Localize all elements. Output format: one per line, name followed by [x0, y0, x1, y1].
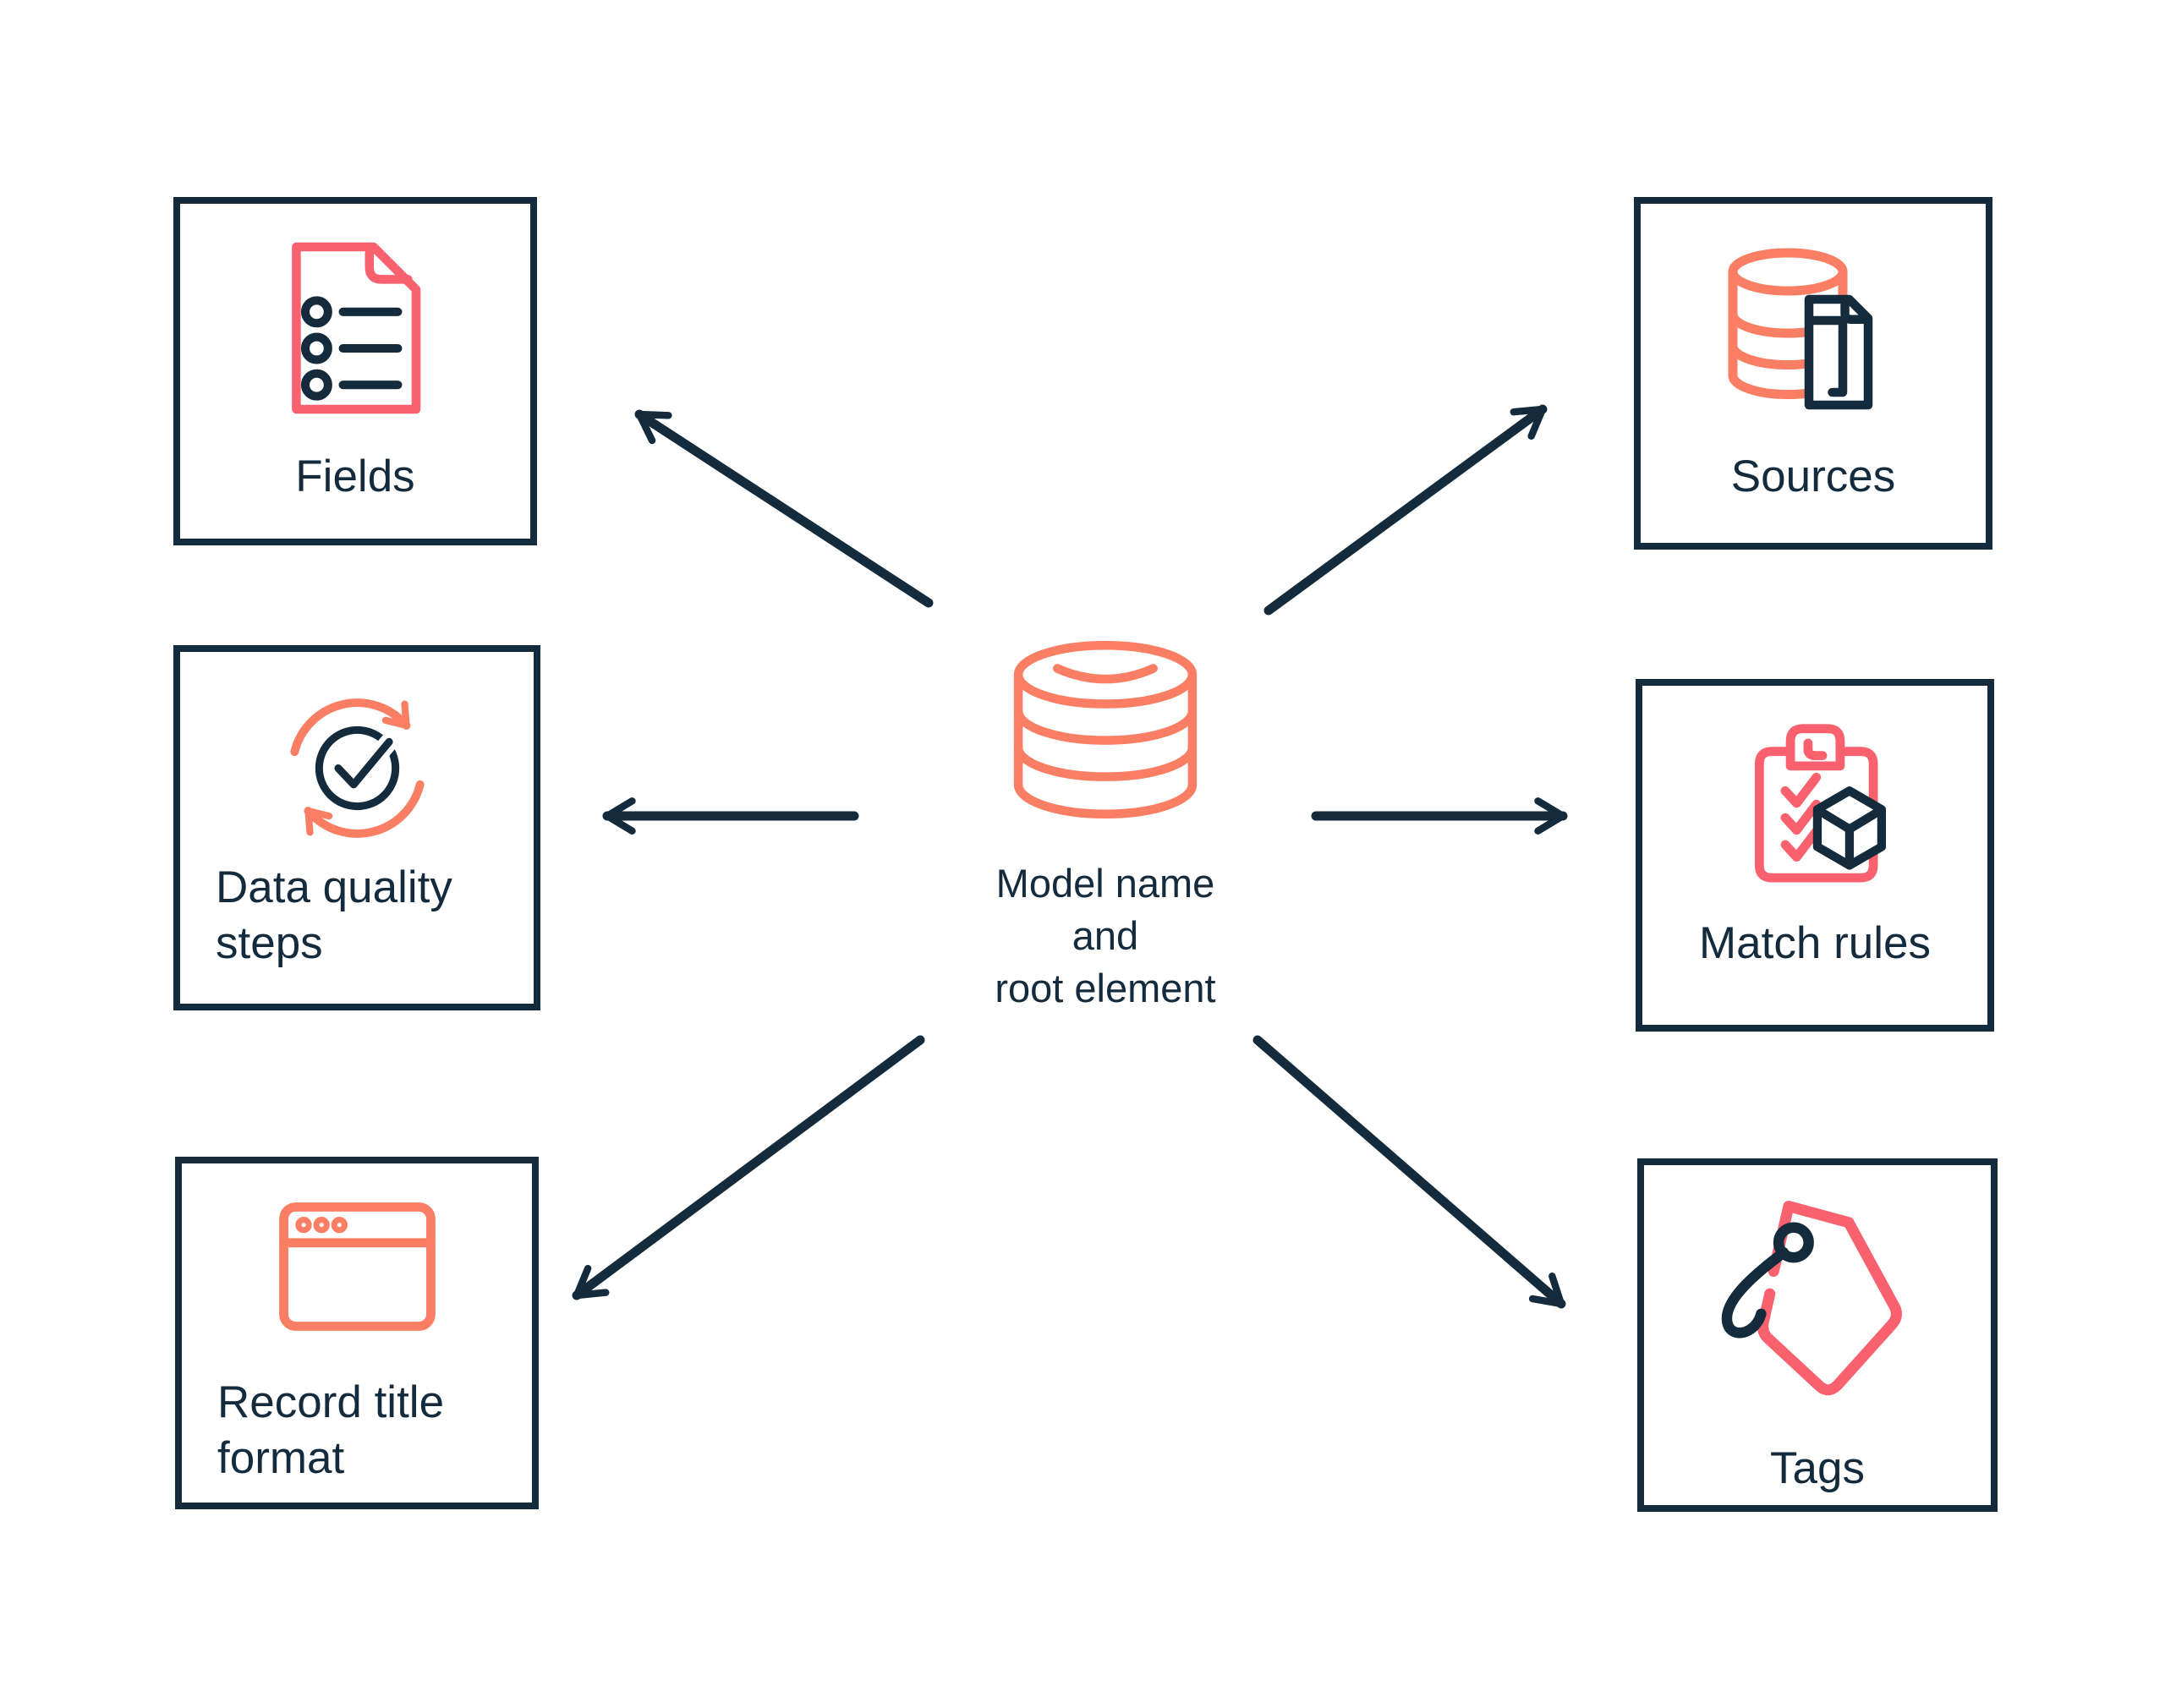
node-box-match-rules: Match rules: [1636, 679, 1994, 1032]
database-cylinder-icon: [1013, 641, 1198, 818]
database-document-icon: [1728, 248, 1873, 410]
center-label-line3: root element: [995, 966, 1216, 1010]
node-box-fields: Fields: [173, 197, 537, 545]
node-box-data-quality-steps: Data quality steps: [173, 645, 540, 1010]
arrow-to-record-title: [572, 1035, 925, 1300]
node-box-sources: Sources: [1634, 197, 1992, 550]
center-label-line1: Model name: [995, 861, 1215, 906]
arrow-to-fields: [634, 409, 934, 608]
center-label: Model name and root element: [894, 857, 1317, 1015]
arrow-to-tags: [1252, 1035, 1566, 1309]
node-box-tags: Tags: [1637, 1158, 1998, 1512]
data-quality-steps-label: Data quality steps: [216, 862, 452, 968]
sync-check-icon: [289, 698, 425, 838]
record-title-format-label: Record title format: [217, 1377, 445, 1483]
fields-label: Fields: [295, 452, 415, 501]
clipboard-cube-icon: [1754, 724, 1886, 883]
arrow-to-sources: [1263, 404, 1548, 616]
price-tag-icon: [1721, 1201, 1902, 1396]
browser-window-icon: [278, 1202, 436, 1331]
match-rules-label: Match rules: [1699, 918, 1931, 968]
center-label-line2: and: [1072, 913, 1139, 958]
tags-label: Tags: [1770, 1443, 1865, 1493]
document-list-icon: [292, 242, 421, 414]
node-box-record-title-format: Record title format: [175, 1157, 539, 1509]
sources-label: Sources: [1730, 452, 1896, 501]
